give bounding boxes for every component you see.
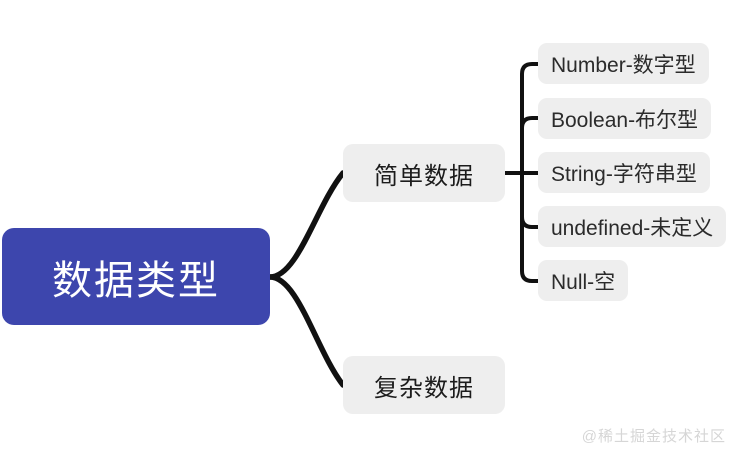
mindmap-leaf-null-label: Null-空	[551, 270, 616, 294]
watermark: @稀土掘金技术社区	[581, 428, 726, 445]
mindmap-root-label: 数据类型	[52, 258, 220, 303]
mindmap-branch-simple-label: 简单数据	[374, 162, 474, 190]
mindmap-leaf-undefined[interactable]: undefined-未定义	[538, 206, 727, 247]
connector-root-to-simple	[267, 170, 346, 280]
mindmap-branch-complex[interactable]: 复杂数据	[343, 356, 505, 414]
mindmap-root-node[interactable]: 数据类型	[2, 228, 270, 325]
connector-bracket-leaf-0	[520, 62, 540, 175]
mindmap-leaf-undefined-label: undefined-未定义	[551, 216, 714, 240]
mindmap-leaf-boolean[interactable]: Boolean-布尔型	[538, 98, 712, 139]
connector-bracket-leaf-1	[520, 116, 540, 175]
connector-root-to-complex	[267, 274, 346, 388]
mindmap-leaf-string[interactable]: String-字符串型	[538, 152, 710, 193]
mindmap-leaf-boolean-label: Boolean-布尔型	[551, 108, 699, 132]
mindmap-leaf-number-label: Number-数字型	[551, 53, 696, 77]
mindmap-leaf-null[interactable]: Null-空	[538, 260, 629, 301]
mindmap-leaf-string-label: String-字符串型	[551, 162, 697, 186]
mindmap-branch-complex-label: 复杂数据	[374, 374, 474, 402]
connector-bracket-leaf-3	[520, 171, 540, 229]
mindmap-leaf-number[interactable]: Number-数字型	[538, 43, 709, 84]
mindmap-branch-simple[interactable]: 简单数据	[343, 144, 505, 202]
connector-bracket-leaf-4	[520, 171, 540, 283]
